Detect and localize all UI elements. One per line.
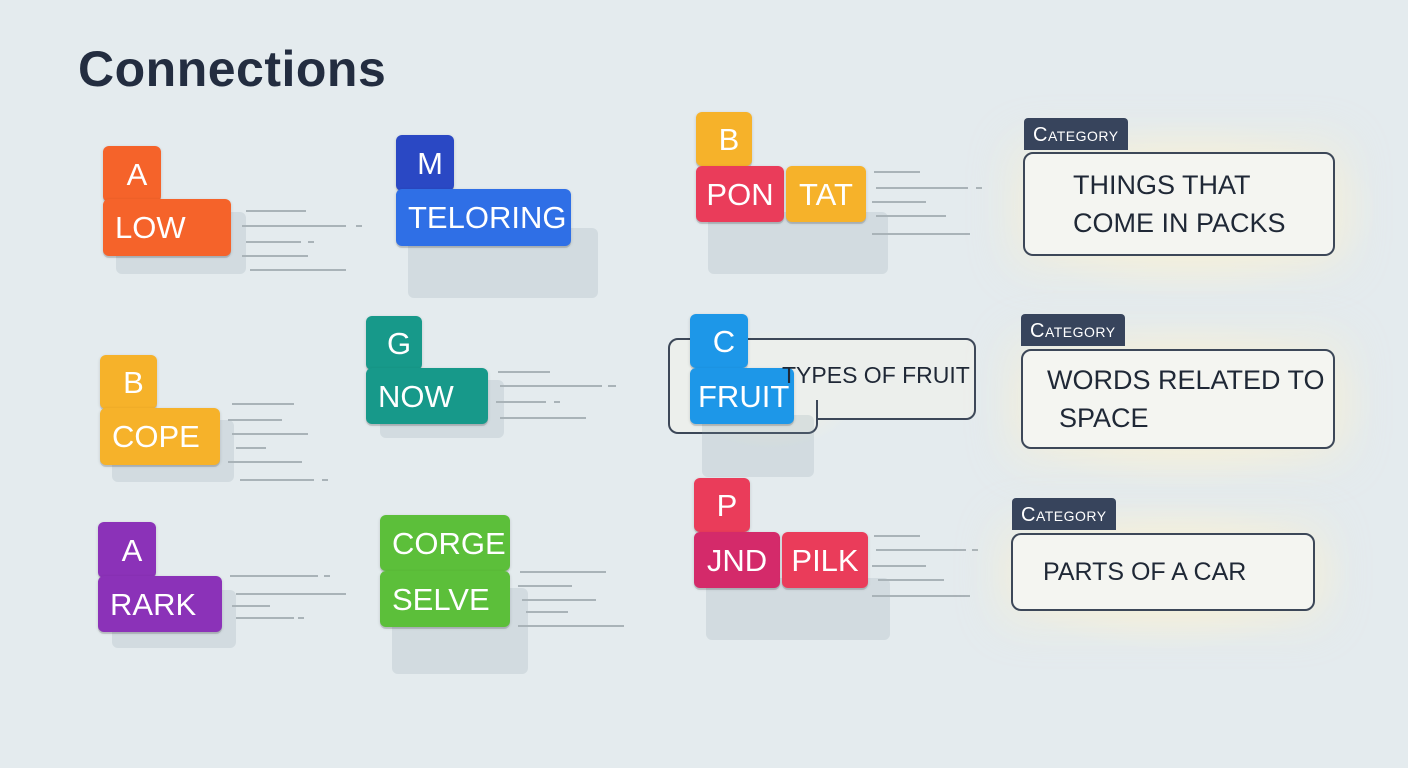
- tile-letter-a-purple[interactable]: A: [98, 522, 156, 578]
- page-title: Connections: [78, 41, 387, 97]
- tile-letter-p[interactable]: P: [694, 478, 750, 532]
- motion-lines: [230, 575, 346, 619]
- tile-shadow: [706, 578, 890, 640]
- tile-word-pilk[interactable]: PILK: [782, 532, 868, 588]
- category-box-car[interactable]: PARTS OF A CAR: [1011, 533, 1315, 611]
- tile-letter-b[interactable]: B: [100, 355, 157, 409]
- category-text-line: SPACE: [1059, 403, 1149, 433]
- tile-letter-a[interactable]: A: [103, 146, 161, 202]
- category-box-space[interactable]: WORDS RELATED TO SPACE: [1021, 349, 1335, 449]
- category-box-packs[interactable]: THINGS THAT COME IN PACKS: [1023, 152, 1335, 256]
- category-text-line: COME IN PACKS: [1073, 208, 1286, 238]
- tile-word-selve[interactable]: SELVE: [380, 571, 510, 627]
- tile-letter-c[interactable]: C: [690, 314, 748, 368]
- tile-letter-m[interactable]: M: [396, 135, 454, 191]
- tile-shadow: [708, 212, 888, 274]
- tile-word-fruit[interactable]: FRUIT: [690, 368, 794, 424]
- category-tab: Category: [1021, 314, 1125, 346]
- motion-lines: [496, 371, 616, 419]
- motion-lines: [242, 210, 362, 271]
- tile-word-jnd[interactable]: JND: [694, 532, 780, 588]
- tile-word-rark[interactable]: RARK: [98, 576, 222, 632]
- tile-letter-g[interactable]: G: [366, 316, 422, 370]
- tile-word-teloring[interactable]: TELORING: [396, 189, 571, 246]
- tile-word-tat[interactable]: TAT: [786, 166, 866, 222]
- tile-word-pon[interactable]: PON: [696, 166, 784, 222]
- types-of-fruit-label: TYPES OF FRUIT: [782, 362, 970, 388]
- motion-lines: [228, 403, 328, 481]
- tile-word-low[interactable]: LOW: [103, 199, 231, 256]
- tile-shadow: [702, 415, 814, 477]
- tile-word-corge[interactable]: CORGE: [380, 515, 510, 571]
- motion-lines: [872, 171, 982, 235]
- motion-lines: [518, 571, 624, 627]
- category-text-line: THINGS THAT: [1073, 170, 1251, 200]
- category-text-line: PARTS OF A CAR: [1043, 558, 1247, 586]
- category-text-line: WORDS RELATED TO: [1047, 365, 1325, 395]
- tile-word-now[interactable]: NOW: [366, 368, 488, 424]
- category-tab: Category: [1024, 118, 1128, 150]
- category-tab: Category: [1012, 498, 1116, 530]
- motion-lines: [872, 535, 978, 597]
- tile-word-cope[interactable]: COPE: [100, 408, 220, 465]
- tile-letter-b-top[interactable]: B: [696, 112, 752, 166]
